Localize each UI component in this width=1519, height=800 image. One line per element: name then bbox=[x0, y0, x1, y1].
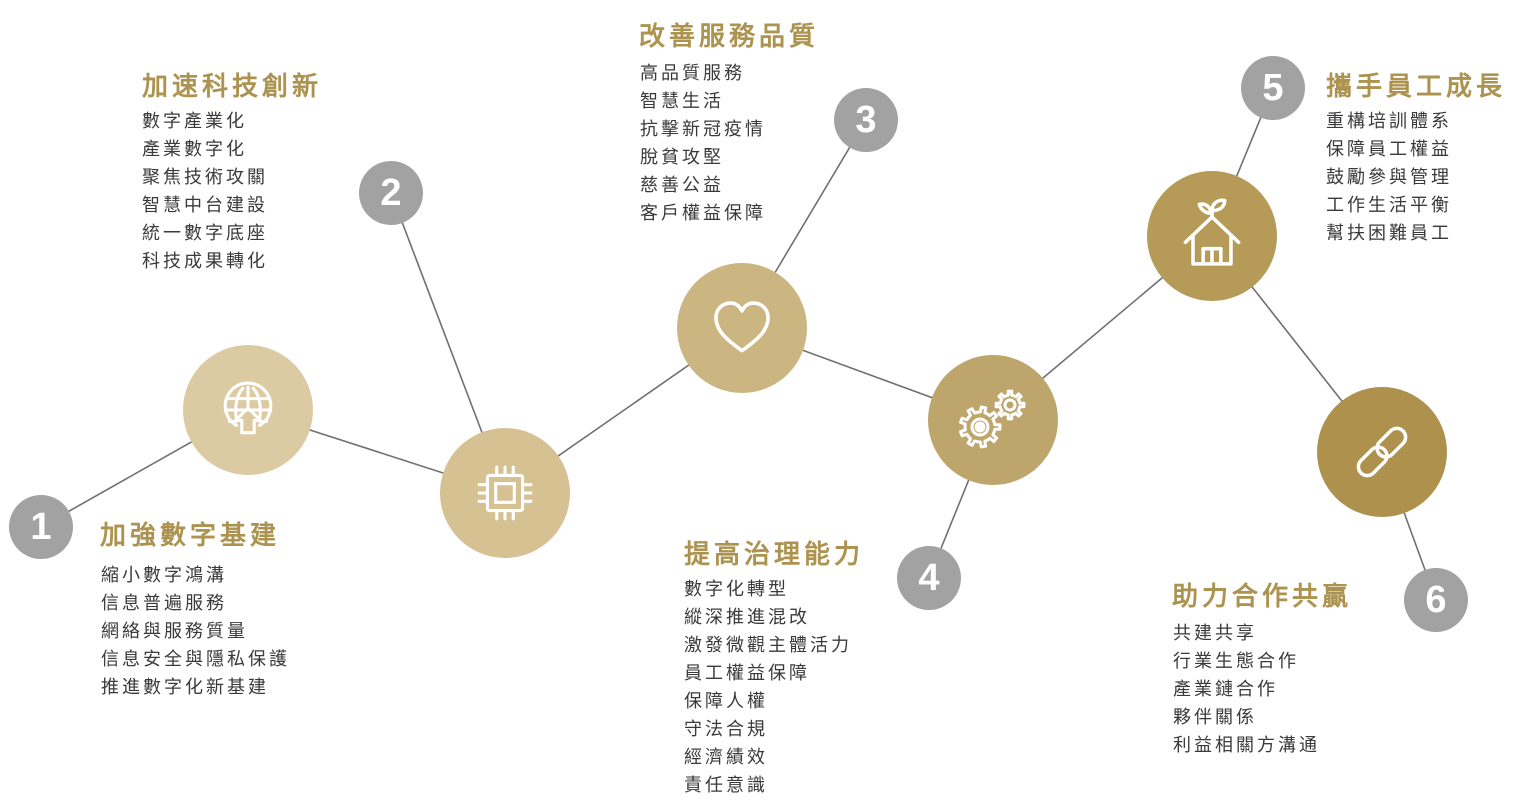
step-3-list: 高品質服務智慧生活抗擊新冠疫情脫貧攻堅慈善公益客戶權益保障 bbox=[640, 60, 766, 228]
step-1-number-badge: 1 bbox=[9, 495, 73, 559]
step-2-list-item: 統一數字底座 bbox=[142, 223, 268, 244]
step-2-node bbox=[440, 428, 570, 558]
step-6-list: 共建共享行業生態合作產業鏈合作夥伴關係利益相關方溝通 bbox=[1173, 620, 1320, 760]
step-6-list-item: 產業鏈合作 bbox=[1173, 679, 1278, 700]
link-icon bbox=[1356, 426, 1408, 478]
heart-icon bbox=[714, 301, 770, 353]
step-4-list-item: 保障人權 bbox=[684, 691, 768, 712]
step-6-title: 助力合作共贏 bbox=[1172, 582, 1353, 612]
step-5-list: 重構培訓體系保障員工權益鼓勵參與管理工作生活平衡幫扶困難員工 bbox=[1326, 108, 1452, 248]
step-5-list-item: 幫扶困難員工 bbox=[1326, 223, 1452, 244]
step-4-list: 數字化轉型縱深推進混改激發微觀主體活力員工權益保障保障人權守法合規經濟績效責任意… bbox=[684, 576, 852, 800]
step-2-list-item: 智慧中台建設 bbox=[142, 195, 268, 216]
step-4-list-item: 激發微觀主體活力 bbox=[684, 635, 852, 656]
step-4-list-item: 數字化轉型 bbox=[684, 579, 789, 600]
step-2-list-item: 科技成果轉化 bbox=[142, 251, 268, 272]
step-2-list-item: 數字產業化 bbox=[142, 111, 247, 132]
step-5-list-item: 工作生活平衡 bbox=[1326, 195, 1452, 216]
step-4-node bbox=[928, 355, 1058, 485]
step-5-number-badge: 5 bbox=[1241, 56, 1305, 120]
step-1-list-item: 縮小數字鴻溝 bbox=[101, 565, 227, 586]
step-2-number-badge: 2 bbox=[359, 161, 423, 225]
step-6-list-item: 夥伴關係 bbox=[1173, 707, 1257, 728]
step-3-list-item: 脫貧攻堅 bbox=[640, 147, 724, 168]
step-2-title: 加速科技創新 bbox=[142, 72, 323, 102]
gears-icon bbox=[959, 389, 1026, 449]
step-2-list-item: 產業數字化 bbox=[142, 139, 247, 160]
step-3-title: 改善服務品質 bbox=[639, 22, 820, 52]
step-2-list-item: 聚焦技術攻關 bbox=[142, 167, 268, 188]
step-5-title: 攜手員工成長 bbox=[1326, 72, 1507, 102]
step-1-list: 縮小數字鴻溝信息普遍服務網絡與服務質量信息安全與隱私保護推進數字化新基建 bbox=[101, 562, 290, 702]
step-4-list-item: 守法合規 bbox=[684, 719, 768, 740]
step-6-list-item: 利益相關方溝通 bbox=[1173, 735, 1320, 756]
step-4-list-item: 縱深推進混改 bbox=[684, 607, 810, 628]
chip-icon bbox=[477, 465, 533, 521]
step-5-list-item: 重構培訓體系 bbox=[1326, 111, 1452, 132]
step-4-list-item: 經濟績效 bbox=[684, 747, 768, 768]
step-1-list-item: 信息普遍服務 bbox=[101, 593, 227, 614]
step-4-title: 提高治理能力 bbox=[684, 540, 865, 570]
globe-upload-icon bbox=[223, 381, 273, 435]
step-4-number-badge: 4 bbox=[897, 546, 961, 610]
step-3-list-item: 智慧生活 bbox=[640, 91, 724, 112]
step-4-list-item: 員工權益保障 bbox=[684, 663, 810, 684]
step-1-list-item: 網絡與服務質量 bbox=[101, 621, 248, 642]
step-3-node bbox=[677, 263, 807, 393]
step-6-number-badge: 6 bbox=[1404, 568, 1468, 632]
step-6-list-item: 共建共享 bbox=[1173, 623, 1257, 644]
step-3-list-item: 抗擊新冠疫情 bbox=[640, 119, 766, 140]
step-5-node bbox=[1147, 171, 1277, 301]
step-5-list-item: 保障員工權益 bbox=[1326, 139, 1452, 160]
step-5-list-item: 鼓勵參與管理 bbox=[1326, 167, 1452, 188]
step-6-list-item: 行業生態合作 bbox=[1173, 651, 1299, 672]
step-1-list-item: 信息安全與隱私保護 bbox=[101, 649, 290, 670]
step-6-node bbox=[1317, 387, 1447, 517]
step-4-list-item: 責任意識 bbox=[684, 775, 768, 796]
step-1-title: 加強數字基建 bbox=[100, 521, 281, 551]
step-3-list-item: 客戶權益保障 bbox=[640, 203, 766, 224]
step-3-list-item: 慈善公益 bbox=[640, 175, 724, 196]
step-2-list: 數字產業化產業數字化聚焦技術攻關智慧中台建設統一數字底座科技成果轉化 bbox=[142, 108, 268, 276]
step-3-list-item: 高品質服務 bbox=[640, 63, 745, 84]
house-plant-icon bbox=[1183, 198, 1241, 266]
step-1-list-item: 推進數字化新基建 bbox=[101, 677, 269, 698]
step-1-node bbox=[183, 345, 313, 475]
step-3-number-badge: 3 bbox=[834, 88, 898, 152]
